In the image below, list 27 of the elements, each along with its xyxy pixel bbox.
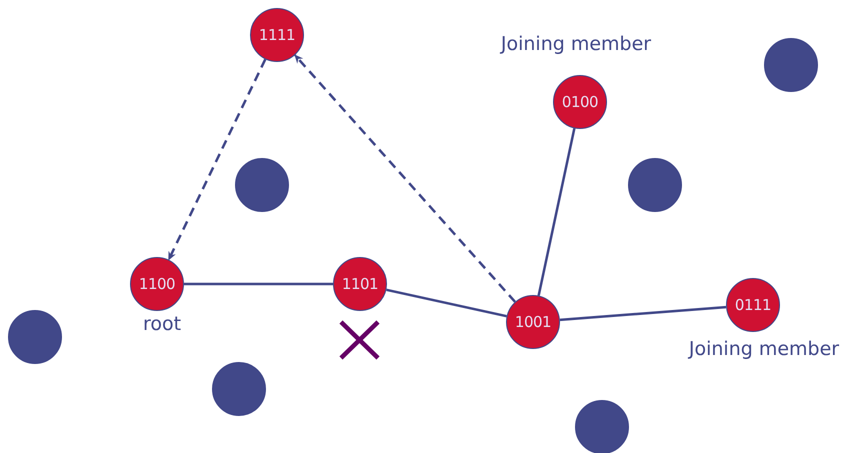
node-id: 1001 bbox=[514, 313, 552, 331]
peer-node bbox=[8, 310, 62, 364]
peer-node bbox=[575, 400, 629, 453]
member-node bbox=[130, 257, 184, 311]
peer-node bbox=[235, 158, 289, 212]
node-id: 1111 bbox=[258, 26, 296, 44]
member-node bbox=[333, 257, 387, 311]
member-node bbox=[726, 278, 780, 332]
connector-line bbox=[560, 306, 726, 322]
peer-node bbox=[764, 38, 818, 92]
node-id: 1101 bbox=[342, 275, 378, 293]
member-node bbox=[250, 8, 304, 62]
node-id: 1100 bbox=[138, 275, 176, 293]
peer-node bbox=[628, 158, 682, 212]
connector-line bbox=[184, 282, 333, 286]
node-caption: root bbox=[142, 313, 182, 335]
node-id: 0111 bbox=[734, 296, 772, 314]
dashed-arrow bbox=[294, 54, 516, 303]
node-caption: Joining member bbox=[688, 338, 840, 360]
dashed-arrow bbox=[168, 58, 266, 261]
member-node bbox=[553, 75, 607, 129]
connector-line bbox=[537, 128, 576, 296]
node-caption: Joining member bbox=[500, 33, 652, 55]
member-node bbox=[506, 295, 560, 349]
peer-node bbox=[212, 362, 266, 416]
connector-line bbox=[386, 288, 507, 318]
node-id: 0100 bbox=[562, 93, 598, 111]
